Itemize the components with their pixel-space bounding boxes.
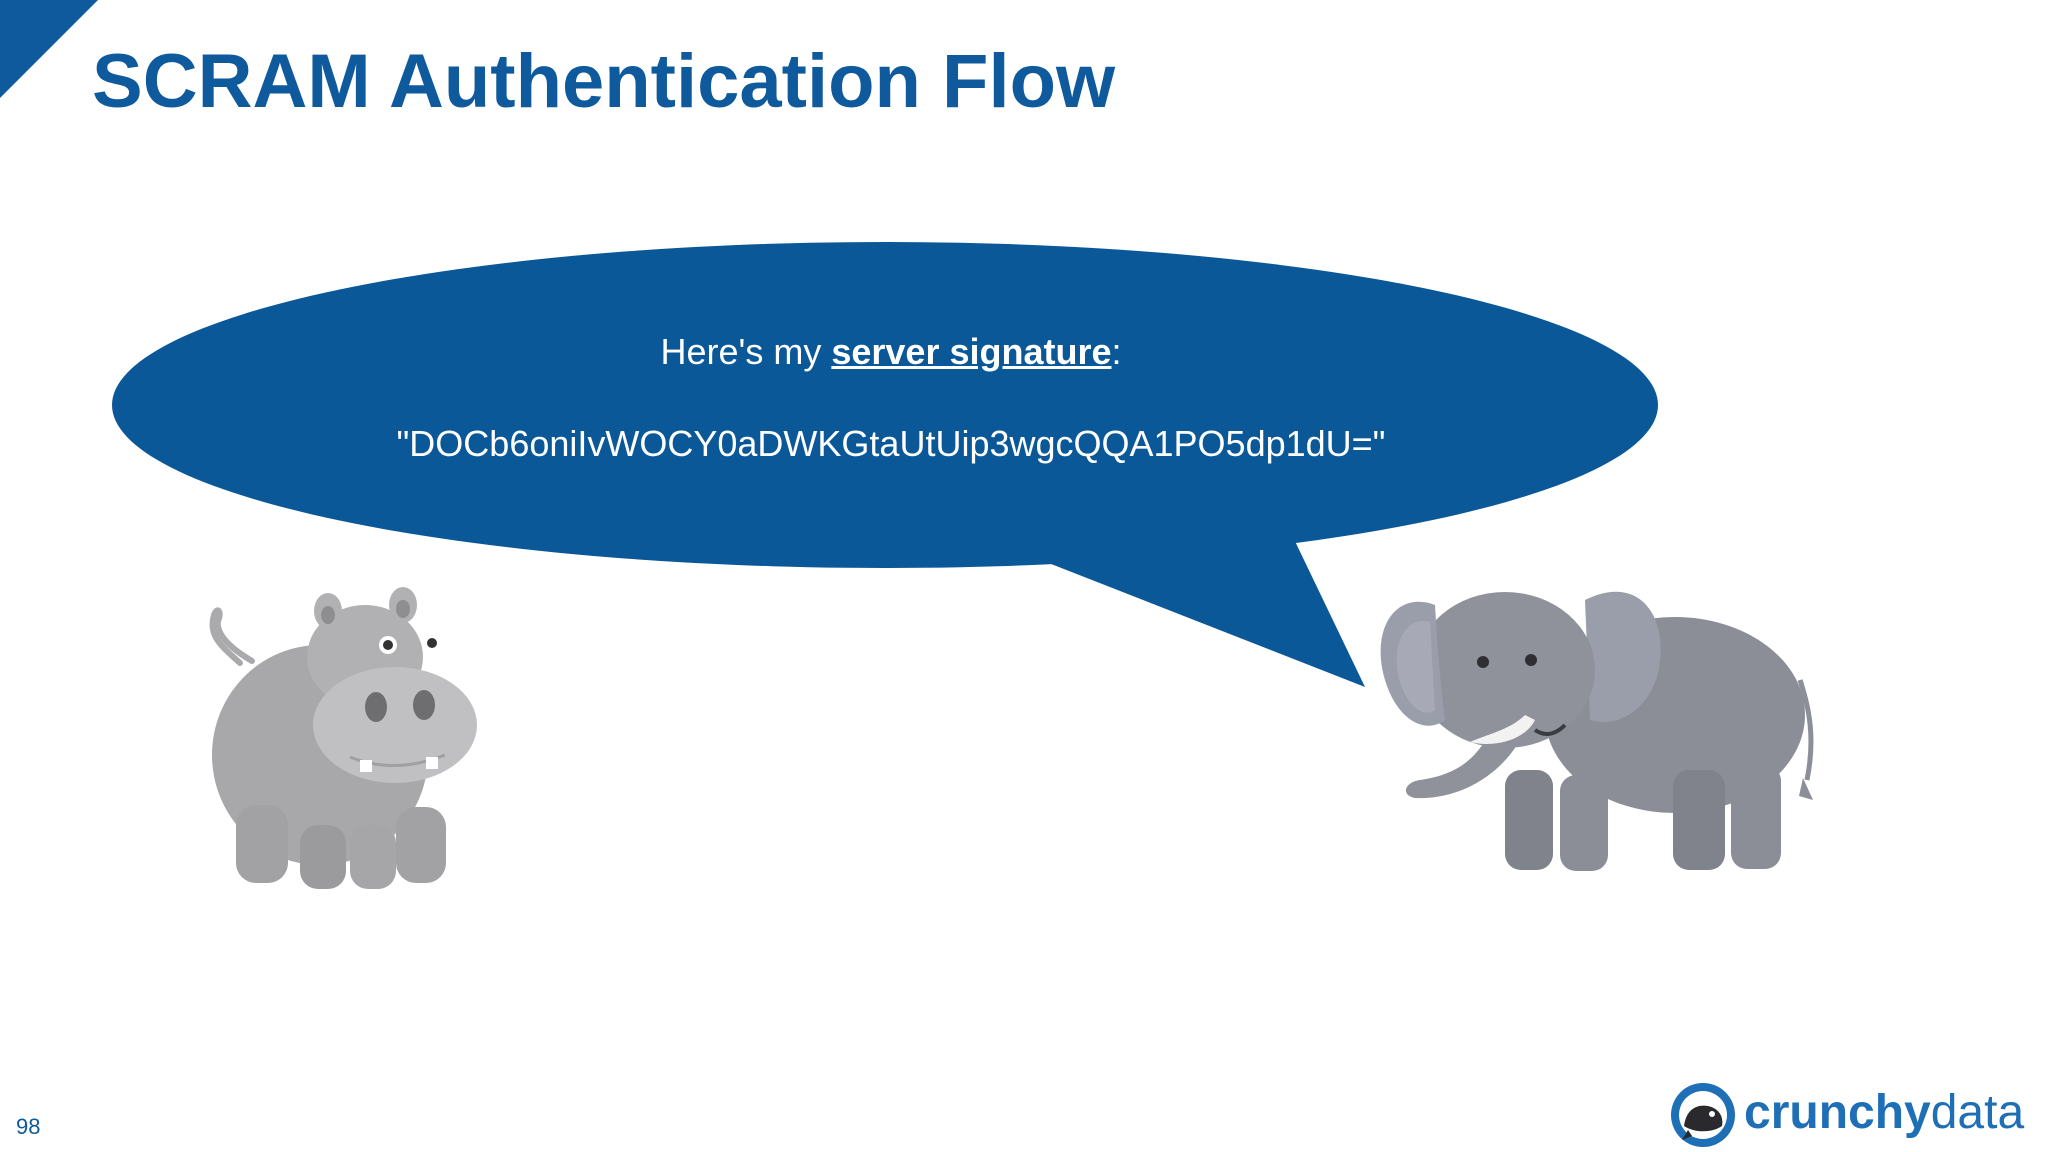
- server-signature-emphasis: server signature: [831, 331, 1112, 372]
- bubble-line-1: Here's my server signature:: [118, 330, 1664, 374]
- crunchy-data-hippo-icon: [1671, 1083, 1735, 1147]
- page-number: 98: [16, 1114, 41, 1139]
- elephant-illustration: [1380, 591, 1814, 871]
- server-signature-value: "DOCb6oniIvWOCY0aDWKGtaUtUip3wgcQQA1PO5d…: [396, 423, 1386, 464]
- speech-bubble-text: Here's my server signature: "DOCb6oniIvW…: [118, 330, 1664, 466]
- crunchy-data-logo: crunchydata: [1668, 1080, 2038, 1150]
- bubble-prefix: Here's my: [660, 331, 832, 372]
- slide-title: SCRAM Authentication Flow: [92, 39, 1116, 124]
- logo-word-data: data: [1930, 1086, 2025, 1139]
- logo-word-crunchy: crunchy: [1744, 1086, 1931, 1139]
- hippo-illustration: [209, 587, 477, 889]
- bubble-suffix: :: [1111, 331, 1122, 372]
- speech-bubble: [112, 242, 1658, 687]
- corner-accent: [0, 0, 98, 98]
- crunchy-data-wordmark: crunchydata: [1744, 1086, 2024, 1140]
